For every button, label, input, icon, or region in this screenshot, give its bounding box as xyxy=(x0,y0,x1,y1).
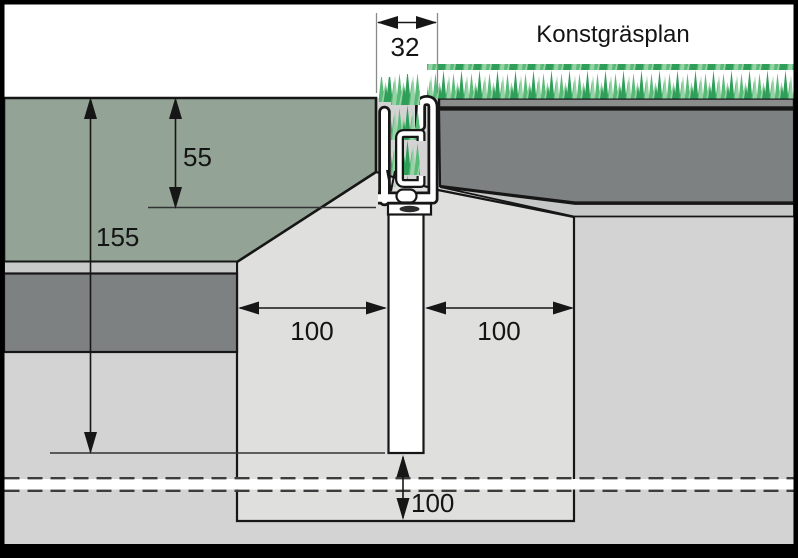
dim-footing-bottom: 100 xyxy=(396,455,454,520)
grass-tuft-left xyxy=(379,77,391,102)
dim-profile-width: 32 xyxy=(375,13,439,93)
arrow-up-icon xyxy=(169,97,182,119)
dim-turf-layer-depth: 55 xyxy=(169,97,212,209)
arrow-down-icon xyxy=(169,187,182,209)
artificial-grass-band xyxy=(427,64,794,99)
left-light-strip xyxy=(3,260,238,275)
diagram-title: Konstgräsplan xyxy=(536,21,689,48)
drain-notch xyxy=(386,169,396,192)
anchor-post xyxy=(387,208,425,455)
break-line-band xyxy=(4,477,794,492)
dim-turf-layer-depth-label: 55 xyxy=(183,142,212,172)
profile-slot xyxy=(395,188,418,204)
arrow-down-icon xyxy=(396,498,410,520)
arrow-down-icon xyxy=(84,432,97,454)
dim-trench-left-label: 100 xyxy=(290,316,333,346)
arrow-right-icon xyxy=(553,301,574,315)
arrow-left-icon xyxy=(377,16,398,29)
turf-backing-strip xyxy=(437,97,796,109)
dim-trench-right: 100 xyxy=(425,301,574,346)
right-dark-base-layer xyxy=(437,108,796,204)
arrow-left-icon xyxy=(238,301,259,315)
dim-trench-left: 100 xyxy=(238,301,387,346)
clamp-clip-inner xyxy=(397,131,424,186)
dim-trench-right-label: 100 xyxy=(477,316,520,346)
arrow-right-icon xyxy=(416,16,437,29)
fastener-bolt xyxy=(399,205,420,213)
arrow-right-icon xyxy=(366,301,387,315)
left-dark-layer xyxy=(2,272,239,354)
dim-total-depth: 155 xyxy=(84,97,139,454)
dim-profile-width-label: 32 xyxy=(391,32,420,62)
break-band-fill xyxy=(4,479,794,490)
arrow-up-icon xyxy=(396,455,410,477)
dim-total-depth-label: 155 xyxy=(96,222,139,252)
arrow-left-icon xyxy=(425,301,446,315)
dim-footing-bottom-label: 100 xyxy=(411,488,454,518)
arrow-up-icon xyxy=(84,97,97,119)
edge-profile xyxy=(378,74,439,216)
